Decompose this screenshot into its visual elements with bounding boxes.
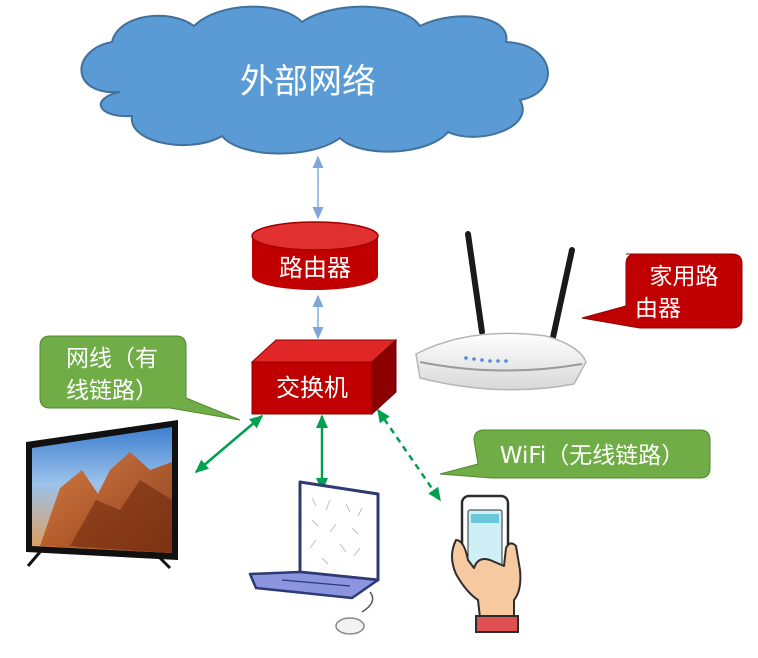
- switch-box: 交换机: [252, 340, 396, 414]
- cloud-label: 外部网络: [240, 62, 376, 102]
- antenna-left: [468, 234, 482, 332]
- sleeve: [476, 616, 518, 632]
- wifi-router-body: [416, 333, 586, 389]
- link-switch-tv: [196, 416, 262, 472]
- router-label: 路由器: [279, 254, 351, 282]
- wifi-router-icon: [416, 234, 586, 390]
- tv-leg-left: [28, 552, 40, 566]
- wired-link-callout-line1: 网线（有: [66, 346, 158, 372]
- wifi-link-callout-label: WiFi（无线链路）: [500, 443, 685, 469]
- wired-link-callout: 网线（有 线链路）: [40, 336, 240, 420]
- laptop-icon: [250, 482, 378, 634]
- tv-icon: [26, 420, 178, 568]
- antenna-right: [552, 250, 572, 342]
- link-switch-phone: [378, 410, 440, 500]
- mouse-cable: [362, 592, 373, 612]
- phone-icon: [452, 496, 520, 632]
- external-network-cloud: 外部网络: [81, 7, 547, 154]
- mouse-icon: [336, 618, 364, 634]
- switch-top-face: [252, 340, 396, 362]
- wifi-link-callout: WiFi（无线链路）: [440, 430, 710, 478]
- wired-link-callout-line2: 线链路）: [66, 378, 158, 404]
- home-router-callout: 家用路 由器: [582, 254, 742, 328]
- laptop-screen: [300, 482, 378, 580]
- switch-label: 交换机: [276, 374, 348, 402]
- router-cylinder: 路由器: [252, 222, 378, 290]
- home-router-callout-line2: 由器: [635, 296, 681, 322]
- home-router-callout-line1: 家用路: [650, 264, 719, 290]
- router-top: [252, 222, 378, 250]
